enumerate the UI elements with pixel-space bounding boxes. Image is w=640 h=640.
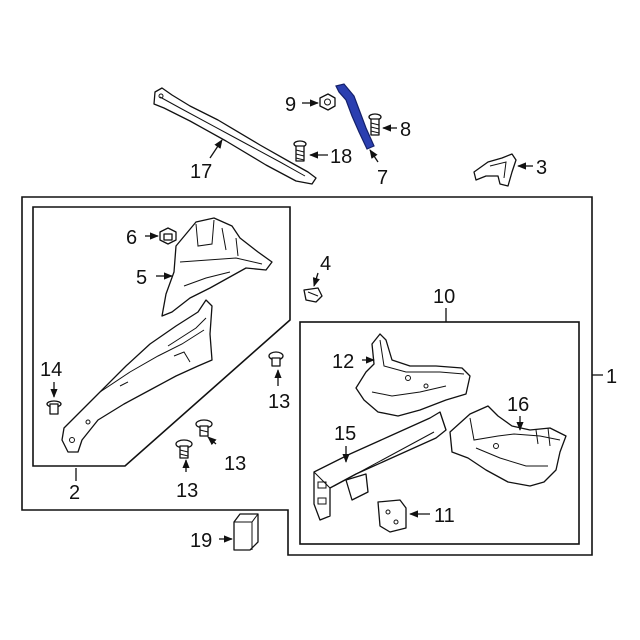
part-15-rail-beam[interactable]: [313, 411, 447, 521]
callout-15: 15: [334, 423, 356, 445]
callout-7: 7: [377, 167, 388, 189]
leader-4: [312, 272, 320, 287]
callout-18: 18: [330, 146, 352, 168]
callout-14: 14: [40, 359, 62, 381]
part-18-bolt[interactable]: [293, 140, 307, 162]
part-5-apron[interactable]: [161, 217, 273, 317]
callout-16: 16: [507, 394, 529, 416]
callout-19: 19: [190, 530, 212, 552]
leader-7: [369, 149, 379, 163]
part-3-bracket[interactable]: [473, 153, 517, 187]
callout-9: 9: [285, 94, 296, 116]
part-19-block[interactable]: [233, 513, 259, 551]
part-13-bolt-a[interactable]: [268, 351, 284, 367]
callout-1: 1: [606, 366, 617, 388]
callout-13c: 13: [176, 480, 198, 502]
part-13-bolt-c[interactable]: [175, 439, 193, 459]
callout-6: 6: [126, 227, 137, 249]
part-14-bolt[interactable]: [46, 400, 62, 415]
callout-11: 11: [434, 505, 455, 527]
callout-3: 3: [536, 157, 547, 179]
part-9-nut[interactable]: [319, 93, 336, 111]
part-16-rear-section[interactable]: [449, 405, 567, 487]
group-frame-2: [32, 206, 291, 467]
callout-2: 2: [69, 482, 80, 504]
leader-13b: [207, 436, 217, 446]
part-8-bolt[interactable]: [368, 113, 382, 136]
part-12-bracket[interactable]: [355, 333, 471, 417]
callout-17: 17: [190, 161, 212, 183]
part-11-plate[interactable]: [377, 499, 407, 533]
callout-13b: 13: [224, 453, 246, 475]
callout-4: 4: [320, 253, 331, 275]
part-13-bolt-b[interactable]: [195, 419, 213, 437]
callout-8: 8: [400, 119, 411, 141]
callout-10: 10: [433, 286, 455, 308]
part-17-brace[interactable]: [153, 87, 317, 185]
callout-13a: 13: [268, 391, 290, 413]
callout-12: 12: [332, 351, 354, 373]
leader-17: [209, 139, 223, 159]
callout-5: 5: [136, 267, 147, 289]
part-6-clip[interactable]: [159, 227, 177, 245]
group-frame-10: [299, 321, 580, 545]
part-4-clip[interactable]: [303, 287, 323, 303]
part-7-bracket-highlighted[interactable]: [335, 83, 375, 150]
group-frame-1: [21, 196, 593, 556]
part-2-rail[interactable]: [61, 299, 213, 453]
